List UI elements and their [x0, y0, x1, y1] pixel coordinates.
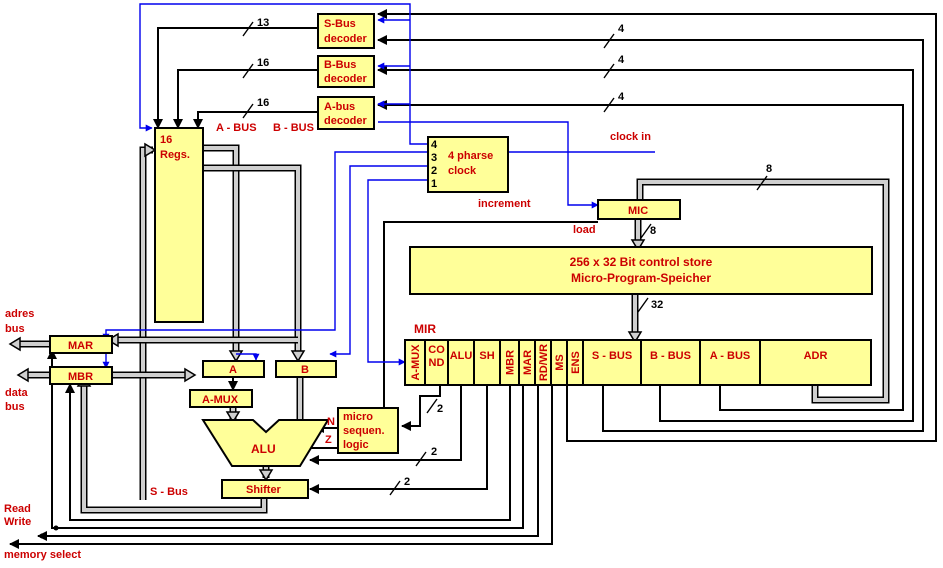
register-file: 16 Regs.	[154, 127, 204, 323]
shifter: Shifter	[221, 479, 309, 499]
bus-arrowheads	[8, 142, 646, 482]
svg-text:32: 32	[651, 299, 663, 311]
mir-field-abus	[699, 339, 761, 386]
mir-field-label-ms: MS	[554, 354, 566, 371]
svg-text:decoder: decoder	[324, 115, 368, 127]
svg-text:micro: micro	[343, 411, 373, 423]
mir-label: MIR	[414, 322, 436, 336]
svg-text:MAR: MAR	[68, 340, 93, 352]
svg-text:decoder: decoder	[324, 33, 368, 45]
mir-field-label-cond: ND	[429, 357, 445, 369]
mir-field-label-adr: ADR	[804, 350, 828, 362]
mir-field-sbus	[582, 339, 642, 386]
svg-text:A-bus: A-bus	[324, 101, 355, 113]
svg-text:16: 16	[160, 134, 172, 146]
svg-text:A: A	[229, 364, 237, 376]
clock-wires	[102, 3, 655, 369]
clock-phase-2: 2	[431, 165, 437, 177]
b-latch: B	[275, 360, 337, 378]
svg-text:2: 2	[437, 403, 443, 415]
b-bus-decoder: B-Bus decoder	[317, 55, 375, 88]
svg-text:bus: bus	[5, 323, 25, 335]
mir-field-label-amux: A-MUX	[410, 344, 422, 381]
micro-sequencer-logic: micro sequen. logic	[337, 407, 399, 454]
a-latch: A	[202, 360, 265, 378]
mir-field-label-cond: CO	[428, 344, 445, 356]
mic-register: MIC	[597, 199, 681, 220]
b-bus-label: B - BUS	[273, 122, 314, 134]
control-wires	[9, 9, 937, 549]
svg-text:256 x 32 Bit control store: 256 x 32 Bit control store	[570, 255, 713, 269]
svg-text:clock: clock	[448, 165, 477, 177]
mir-field-adr	[759, 339, 872, 386]
memory-select-label: memory select	[4, 549, 81, 561]
svg-text:Shifter: Shifter	[246, 484, 282, 496]
mir-field-label-rdwr: RD/WR	[538, 344, 550, 381]
svg-text:8: 8	[650, 225, 656, 237]
svg-text:S-Bus: S-Bus	[324, 18, 356, 30]
control-store: 256 x 32 Bit control store Micro-Program…	[409, 246, 873, 295]
svg-text:4: 4	[618, 91, 625, 103]
four-phase-clock: 4 pharse clock 4 3 2 1	[427, 136, 509, 193]
adres-bus-label: adres	[5, 308, 34, 320]
read-label: Read	[4, 503, 31, 515]
mir-field-label-alu: ALU	[450, 350, 473, 362]
a-bus-label: A - BUS	[216, 122, 257, 134]
mir-field-sh	[473, 339, 501, 386]
clock-phase-3: 3	[431, 152, 437, 164]
svg-text:B: B	[301, 364, 309, 376]
bus-width-ticks	[242, 21, 768, 496]
wide-buses	[14, 144, 890, 514]
svg-text:logic: logic	[343, 439, 369, 451]
mir-field-label-bbus: B - BUS	[650, 350, 691, 362]
load-label: load	[573, 224, 596, 236]
svg-text:bus: bus	[5, 401, 25, 413]
clock-in-label: clock in	[610, 131, 651, 143]
svg-text:2: 2	[404, 476, 410, 488]
clock-phase-1: 1	[431, 178, 437, 190]
labels: A - BUS B - BUS S - Bus clock in increme…	[4, 122, 651, 561]
mir-field-label-abus: A - BUS	[710, 350, 751, 362]
write-label: Write	[4, 516, 31, 528]
svg-text:4: 4	[618, 54, 625, 66]
svg-text:8: 8	[766, 163, 772, 175]
mar-register: MAR	[49, 335, 113, 354]
a-mux: A-MUX	[189, 389, 253, 408]
svg-text:ALU: ALU	[251, 442, 276, 456]
svg-text:13: 13	[257, 17, 269, 29]
svg-text:16: 16	[257, 97, 269, 109]
mir-field-alu	[447, 339, 475, 386]
a-bus-decoder: A-bus decoder	[317, 96, 375, 130]
flag-n: N	[327, 416, 335, 428]
svg-text:16: 16	[257, 57, 269, 69]
svg-text:Micro-Program-Speicher: Micro-Program-Speicher	[571, 271, 711, 285]
data-bus-label: data	[5, 387, 29, 399]
s-bus-label: S - Bus	[150, 486, 188, 498]
mir-field-label-mar: MAR	[522, 350, 534, 375]
svg-text:Regs.: Regs.	[160, 149, 190, 161]
svg-text:MBR: MBR	[68, 371, 93, 383]
increment-label: increment	[478, 198, 531, 210]
clock-phase-4: 4	[431, 139, 438, 151]
s-bus-decoder: S-Bus decoder	[317, 13, 375, 49]
mir-field-label-sbus: S - BUS	[592, 350, 632, 362]
svg-text:2: 2	[431, 446, 437, 458]
mir-field-label-ens: ENS	[570, 351, 582, 374]
svg-text:4: 4	[618, 23, 625, 35]
mir-field-label-mbr: MBR	[505, 350, 517, 375]
svg-text:B-Bus: B-Bus	[324, 59, 356, 71]
svg-text:A-MUX: A-MUX	[202, 394, 239, 406]
mir-field-bbus	[640, 339, 701, 386]
bus-width-labels: 13 16 16 4 4 4 8 8 32 2 2 2	[257, 17, 772, 488]
flag-z: Z	[325, 434, 332, 446]
svg-text:MIC: MIC	[628, 205, 648, 217]
alu: ALU	[201, 419, 330, 467]
svg-text:4 pharse: 4 pharse	[448, 150, 493, 162]
mir-field-label-sh: SH	[479, 350, 494, 362]
mbr-register: MBR	[49, 366, 113, 385]
svg-text:sequen.: sequen.	[343, 425, 385, 437]
svg-text:decoder: decoder	[324, 73, 368, 85]
